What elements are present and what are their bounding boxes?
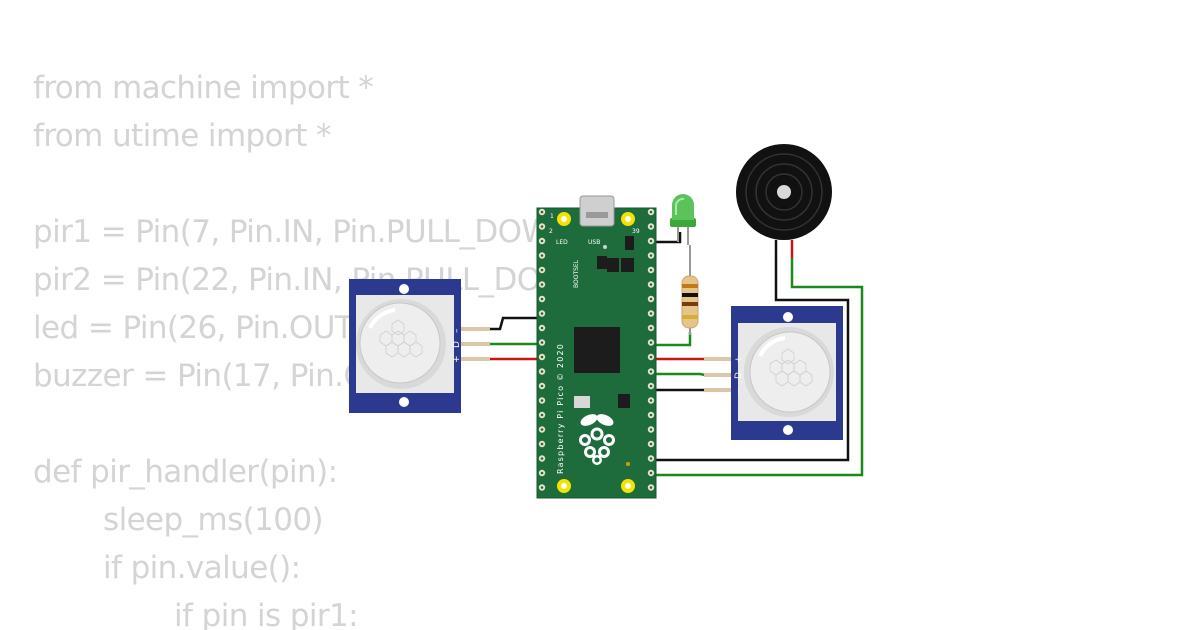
pir-right-pin-vcc: + <box>734 355 744 363</box>
raspberry-pi-pico[interactable]: LED USB 1 2 39 BOOTSEL Raspberry Pi Pico… <box>536 195 657 499</box>
raspberry-logo-icon <box>579 414 615 465</box>
pir-right-pin-out: D <box>734 372 744 379</box>
code-line: if pin.value(): <box>66 550 301 586</box>
code-line: if pin is pir1: <box>100 598 359 630</box>
usb-connector <box>579 195 615 227</box>
pico-led-label: LED <box>556 239 568 246</box>
pir-right-pin-gnd: – <box>734 389 744 394</box>
pico-bootsel-label: BOOTSEL <box>573 259 580 288</box>
green-led[interactable] <box>670 194 696 245</box>
pir-left-pin-gnd: – <box>452 328 462 333</box>
pir-left-pin-vcc: + <box>452 355 462 363</box>
pico-pins-left <box>538 208 546 491</box>
code-line: def pir_handler(pin): <box>33 454 338 490</box>
buzzer[interactable] <box>736 144 832 240</box>
pir-sensor-right[interactable]: + D – <box>704 306 843 440</box>
pico-pin1-label: 1 <box>550 213 554 220</box>
code-line: sleep_ms(100) <box>66 502 324 538</box>
pico-board-name: Raspberry Pi Pico © 2020 <box>556 343 565 474</box>
pico-pin2-label: 2 <box>549 228 553 235</box>
code-line: led = Pin(26, Pin.OUT) <box>33 310 365 346</box>
wire-led-gnd <box>648 232 682 244</box>
code-line: pir1 = Pin(7, Pin.IN, Pin.PULL_DOWN) <box>33 214 586 250</box>
pir-left-pin-out: D <box>452 341 462 348</box>
wire-resistor <box>648 332 692 347</box>
resistor[interactable] <box>681 245 699 335</box>
pico-usb-label: USB <box>588 239 600 246</box>
wire-buzzer-signal <box>648 258 864 477</box>
pico-chip <box>574 327 620 373</box>
code-line: from machine import * <box>33 70 374 106</box>
wire-pir1-gnd <box>488 316 545 331</box>
code-line: from utime import * <box>33 118 331 154</box>
pico-pin39-label: 39 <box>632 228 640 235</box>
pir-sensor-left[interactable]: – D + <box>349 279 490 413</box>
wire-buzzer-gnd <box>648 258 850 462</box>
pico-pins-right <box>647 208 655 491</box>
